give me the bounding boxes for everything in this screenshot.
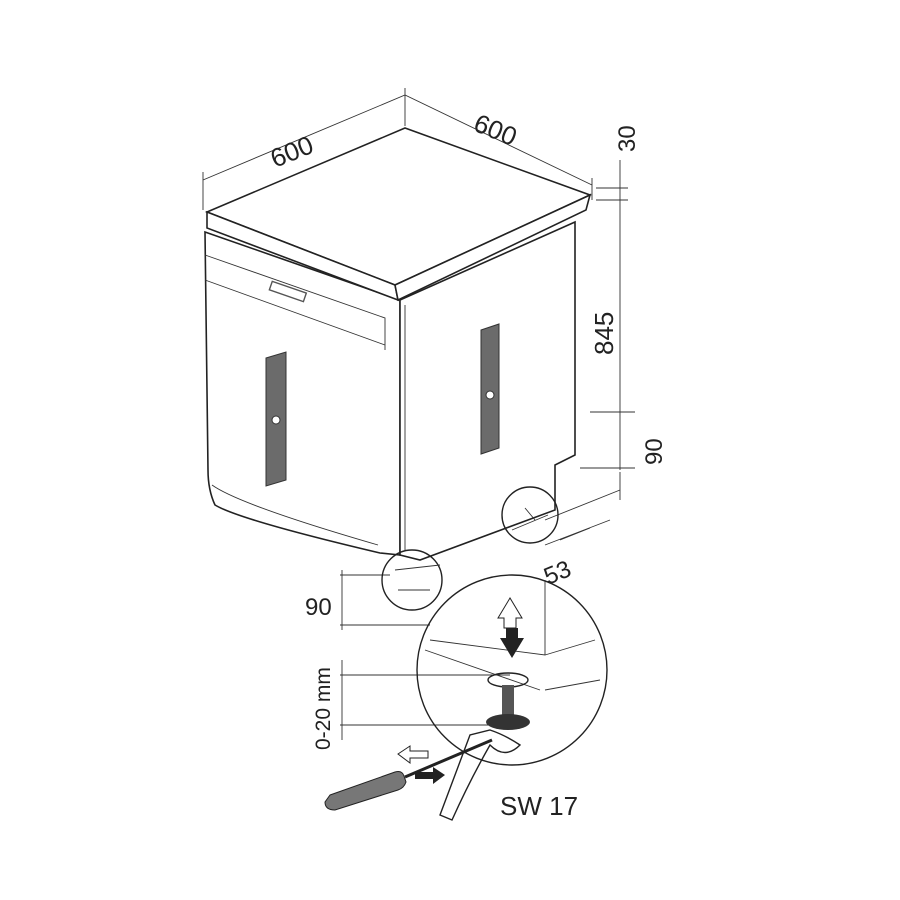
dim-plinth-right-label: 90 [641,438,668,465]
foot-adjust-label: 0-20 mm [312,667,335,750]
foot-detail-circle [416,574,608,766]
wrench-size-label: SW 17 [500,791,578,821]
dim-top-label: 30 [614,125,641,152]
detail-circle-rear [501,486,559,544]
side-handle [480,323,500,455]
door-top-edge [204,279,386,346]
right-arrow-icon [415,767,445,784]
worktop-side [394,193,592,302]
door-latch [268,280,308,303]
down-arrow-icon [500,628,524,658]
appliance-body [204,220,576,561]
detail-circle-front [381,549,443,611]
screwdriver-icon [324,738,493,811]
plinth-edge [211,484,379,546]
dim-height-label: 845 [589,312,619,355]
wrench-icon [439,729,522,821]
dim-width-label: 600 [266,129,317,173]
dim-depth-label: 600 [470,108,521,152]
up-arrow-icon [497,597,523,629]
worktop [204,127,593,302]
left-arrow-icon [397,745,429,764]
front-face [204,230,401,556]
control-panel-edge [204,254,386,350]
front-handle-knob [271,415,281,425]
dim-plinth-front-label: 90 [305,594,332,621]
dimension-lines [202,88,635,740]
side-handle-knob [485,390,495,400]
adjustable-foot [486,672,530,730]
